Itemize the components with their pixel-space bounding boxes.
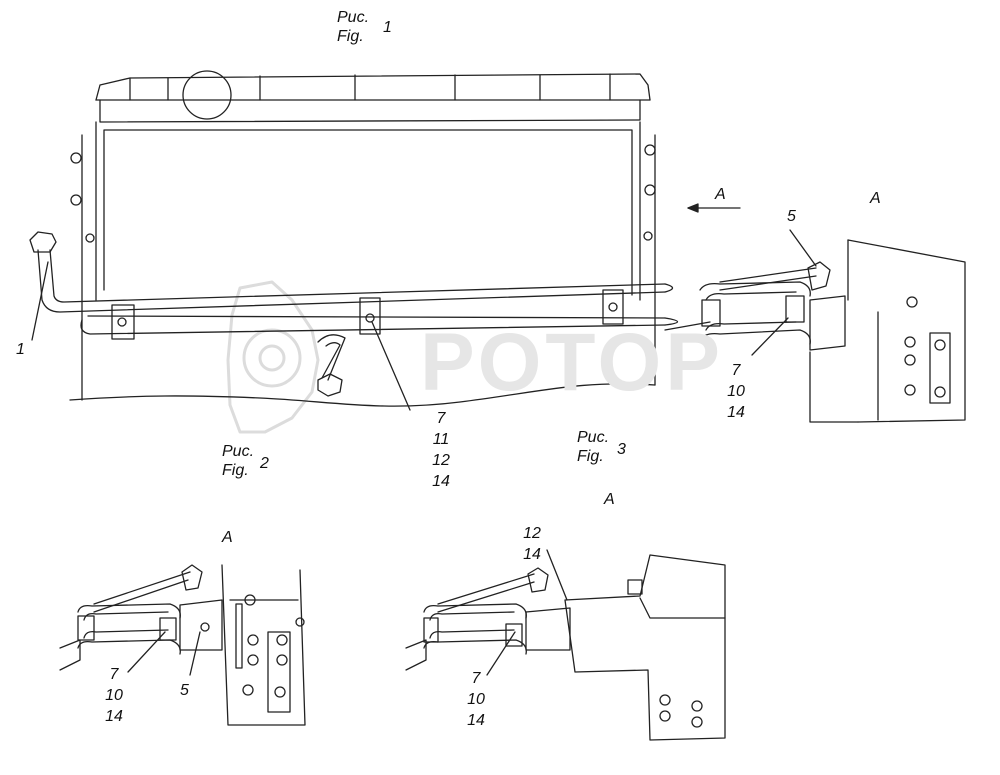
- fig2-number: 2: [260, 455, 269, 472]
- callout-group-middle: 7 11 12 14: [425, 408, 457, 492]
- view-label-bottom-left: A: [222, 529, 233, 546]
- callout-group-bottom-left: 7 10 14: [98, 664, 130, 727]
- callout-10: 10: [105, 687, 123, 704]
- callout-12: 12: [432, 452, 450, 469]
- leader-lines: [31, 229, 817, 676]
- fig1-caption: Рис. Fig. 1: [337, 8, 392, 46]
- callout-5-bottom-left: 5: [180, 682, 189, 699]
- callout-5-top: 5: [787, 208, 796, 225]
- fig3-caption: Рис. Fig. 3: [577, 428, 626, 466]
- fig1-ru: Рис.: [337, 9, 370, 26]
- view-label-bottom-right: A: [604, 491, 615, 508]
- radiator: [69, 70, 656, 407]
- view-arrow: [687, 203, 741, 213]
- callout-group-top-right: 7 10 14: [720, 360, 752, 423]
- callout-11: 11: [432, 431, 450, 448]
- callout-7: 7: [109, 666, 119, 683]
- callout-7: 7: [436, 410, 446, 427]
- callout-7: 7: [731, 362, 741, 379]
- pipe-clamps: [111, 289, 624, 340]
- fig3-en: Fig.: [577, 448, 604, 465]
- fig1-number: 1: [383, 19, 392, 36]
- view-a-left: [59, 564, 306, 726]
- callout-14: 14: [523, 546, 541, 563]
- view-label-top-right: A: [870, 190, 881, 207]
- fig2-ru: Рис.: [222, 443, 255, 460]
- union-nut: [29, 231, 57, 253]
- fig3-number: 3: [617, 441, 626, 458]
- callout-group-bottom-right-top: 12 14: [516, 523, 548, 565]
- view-a-right: [405, 554, 726, 741]
- fig2-caption: Рис. Fig. 2: [222, 442, 269, 480]
- bracket-assembly-main: [699, 239, 966, 423]
- watermark-text: РОТОР: [420, 317, 724, 408]
- oil-pipes: [37, 249, 711, 397]
- callout-12: 12: [523, 525, 541, 542]
- watermark-logo: [226, 280, 320, 434]
- callout-10: 10: [467, 691, 485, 708]
- callout-7: 7: [471, 670, 481, 687]
- fig3-ru: Рис.: [577, 429, 610, 446]
- arrow-view-label: A: [715, 186, 726, 203]
- callout-14: 14: [467, 712, 485, 729]
- callout-10: 10: [727, 383, 745, 400]
- callout-14: 14: [727, 404, 745, 421]
- callout-1: 1: [16, 341, 25, 358]
- callout-14: 14: [105, 708, 123, 725]
- fig2-en: Fig.: [222, 462, 249, 479]
- callout-group-bottom-right: 7 10 14: [460, 668, 492, 731]
- fig1-en: Fig.: [337, 28, 364, 45]
- callout-14: 14: [432, 473, 450, 490]
